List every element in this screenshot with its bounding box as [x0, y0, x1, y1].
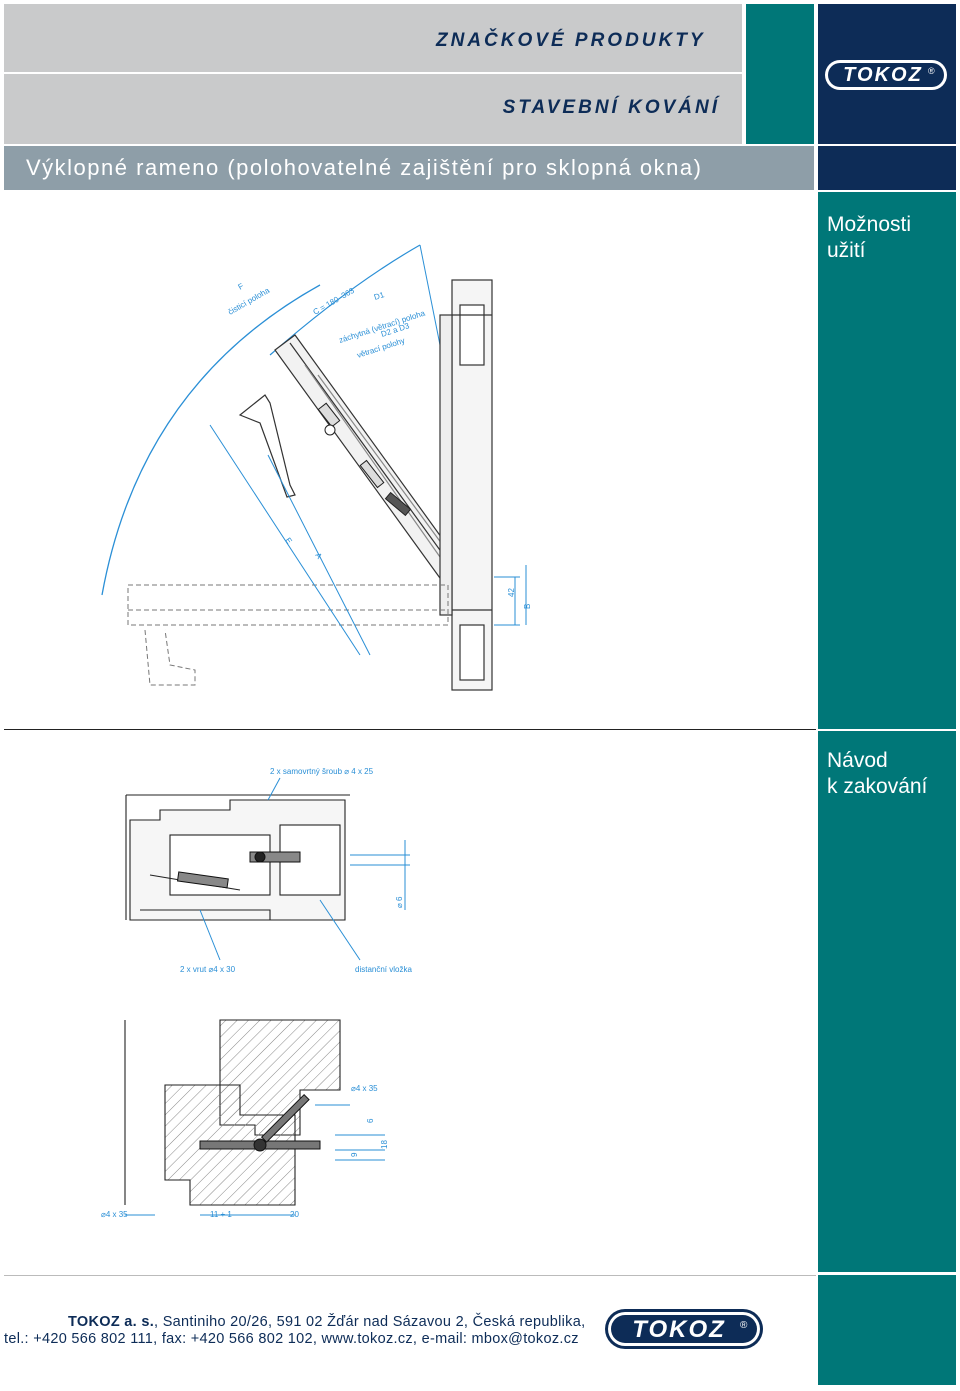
- footer-address: , Santiniho 20/26, 591 02 Žďár nad Sázav…: [154, 1314, 586, 1330]
- label-dim9: 9: [350, 1152, 359, 1157]
- drawing-section-wood: ⌀4 x 35 6 9 18 ⌀4 x 35 11 + 1 20: [101, 1019, 389, 1219]
- category-heading: ZNAČKOVÉ PRODUKTY: [436, 30, 706, 51]
- footer-contacts: tel.: +420 566 802 111, fax: +420 566 80…: [4, 1331, 579, 1347]
- window-frame: [439, 279, 493, 691]
- arc-D: [419, 244, 441, 346]
- header-background: [4, 4, 742, 144]
- footer-brand-logo: TOKOZ ®: [604, 1308, 764, 1350]
- brand-logo: TOKOZ ®: [824, 59, 948, 91]
- label-dim20: 20: [290, 1210, 299, 1219]
- arc-C: [269, 244, 421, 356]
- usage-label-line2: užití: [827, 239, 866, 262]
- drawing-section-screws: 2 x samovrtný šroub ⌀ 4 x 25 2 x vrut ⌀4…: [125, 767, 412, 974]
- sidebar-divider: [818, 729, 956, 731]
- brand-logo-shape: [825, 60, 947, 90]
- install-label-line2: k zakování: [827, 775, 928, 798]
- brand-logo-text: TOKOZ: [843, 64, 923, 86]
- footer-rule: [4, 1275, 816, 1276]
- arc-cleaning-position: [101, 284, 321, 596]
- footer-registered-mark: ®: [740, 1320, 748, 1331]
- footer-address-line: TOKOZ a. s., Santiniho 20/26, 591 02 Žďá…: [68, 1314, 585, 1330]
- label-d435-top: ⌀4 x 35: [351, 1084, 378, 1093]
- sidebar: [818, 192, 956, 1272]
- label-d2d3-text: větrací polohy: [356, 336, 406, 360]
- label-d1: D1: [373, 290, 386, 302]
- usage-label-line1: Možnosti: [827, 213, 912, 236]
- header-divider: [4, 72, 742, 74]
- closed-sash-outline: [127, 584, 449, 686]
- label-42: 42: [507, 588, 516, 597]
- label-f-text: čisticí poloha: [227, 286, 272, 317]
- screws: [176, 851, 301, 889]
- label-vrut: 2 x vrut ⌀4 x 30: [180, 965, 236, 974]
- label-d1-text: záchytná (větrací) poloha: [338, 308, 427, 344]
- tilted-sash: [274, 334, 466, 586]
- label-a: A: [313, 551, 324, 561]
- wood-screws: [199, 1093, 321, 1152]
- label-f: F: [237, 281, 246, 291]
- sidebar-usage-label: Možnosti užití: [827, 212, 911, 264]
- drawing-usage: F čisticí poloha C = 180–363 D1 záchytná…: [101, 244, 532, 691]
- registered-mark: ®: [928, 66, 935, 76]
- page-title: Výklopné rameno (polohovatelné zajištění…: [26, 155, 703, 180]
- section-divider: [4, 729, 816, 730]
- subcategory-heading: STAVEBNÍ KOVÁNÍ: [502, 97, 720, 118]
- label-c: C = 180–363: [312, 286, 357, 317]
- label-spacer: distanční vložka: [355, 965, 412, 974]
- title-bar-accent: [818, 146, 956, 190]
- label-b: B: [523, 604, 532, 609]
- footer-accent: [818, 1275, 956, 1385]
- label-e: E: [283, 536, 293, 546]
- title-bar: [4, 146, 814, 190]
- dimension-lines: [209, 424, 527, 656]
- sidebar-install-label: Návod k zakování: [827, 748, 927, 800]
- install-label-line1: Návod: [827, 749, 888, 772]
- label-screw: 2 x samovrtný šroub ⌀ 4 x 25: [270, 767, 374, 776]
- header-accent-teal: [746, 4, 814, 144]
- label-dim11: 11 + 1: [210, 1210, 232, 1219]
- footer-company: TOKOZ a. s.: [68, 1314, 155, 1330]
- label-d435-bottom: ⌀4 x 35: [101, 1210, 128, 1219]
- label-d6: ⌀ 6: [395, 896, 404, 908]
- label-dim6: 6: [366, 1118, 375, 1123]
- footer-logo-shape: [605, 1309, 763, 1349]
- label-dim18: 18: [380, 1140, 389, 1149]
- footer-logo-text: TOKOZ: [632, 1316, 726, 1343]
- window-handle: [238, 394, 296, 498]
